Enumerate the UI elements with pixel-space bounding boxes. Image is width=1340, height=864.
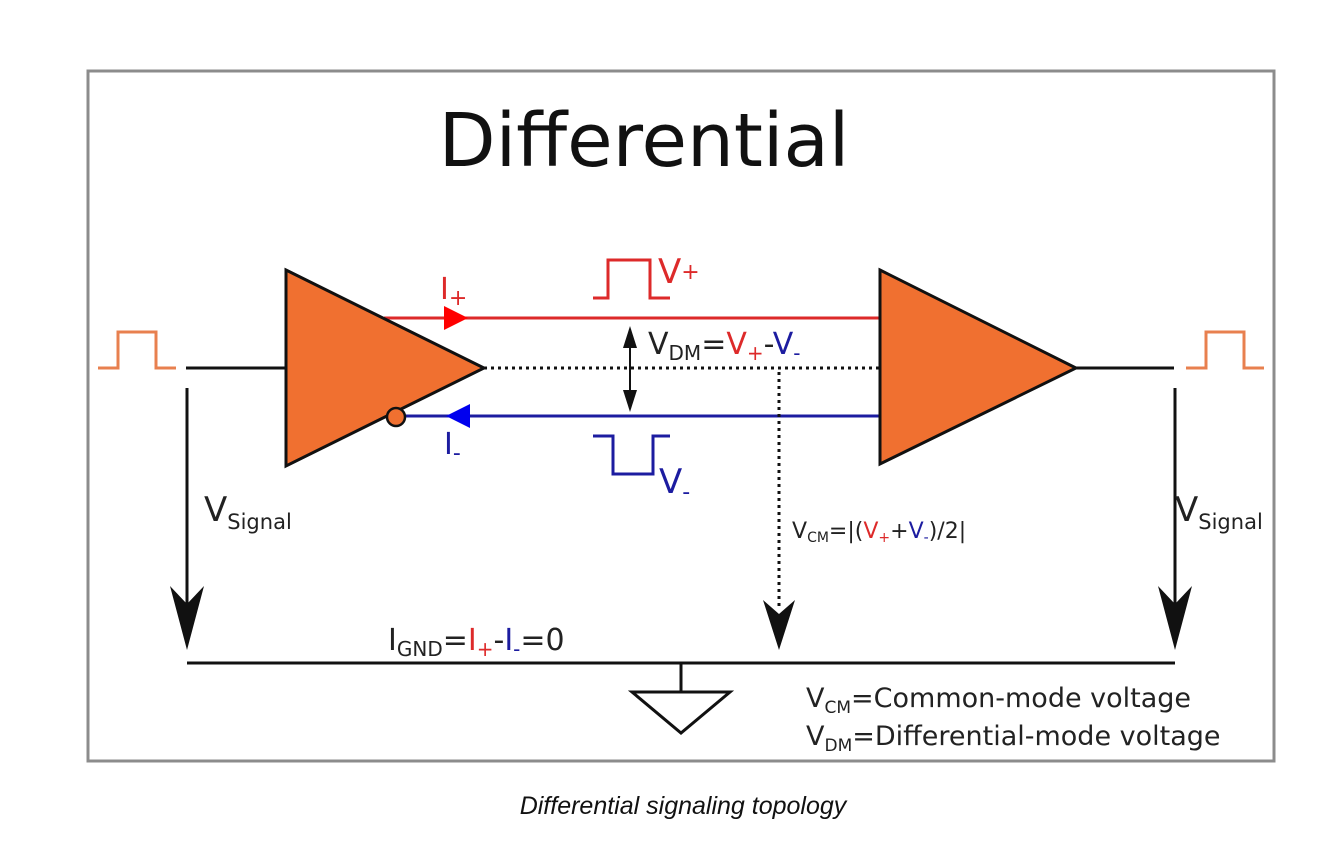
receiver-amplifier-icon bbox=[878, 267, 1080, 467]
v-plus-waveform bbox=[593, 258, 670, 300]
current-arrow-negative-icon bbox=[446, 404, 470, 428]
vsignal-right-arrow-icon bbox=[1158, 586, 1192, 650]
vdm-arrow-up-icon bbox=[623, 326, 637, 348]
inverting-bubble-icon bbox=[385, 406, 407, 428]
figure-caption: Differential signaling topology bbox=[519, 792, 847, 820]
vdm-arrow-down-icon bbox=[623, 390, 637, 412]
vdm-equation: VDM=V+-V- bbox=[648, 327, 800, 365]
ignd-equation: IGND=I+-I-=0 bbox=[388, 623, 565, 661]
input-pulse-waveform bbox=[98, 330, 176, 370]
v-minus-label: V- bbox=[659, 462, 690, 505]
vsignal-right-label: VSignal bbox=[1175, 490, 1263, 534]
legend-vcm: VCM=Common-mode voltage bbox=[806, 683, 1191, 718]
v-plus-label: V+ bbox=[658, 252, 700, 292]
vcm-arrow-down-icon bbox=[763, 600, 795, 650]
diagram-title: Differential bbox=[439, 98, 850, 184]
vsignal-left-label: VSignal bbox=[204, 490, 292, 534]
i-plus-label: I+ bbox=[440, 272, 467, 311]
vsignal-left-arrow-icon bbox=[170, 586, 204, 650]
v-minus-waveform bbox=[593, 434, 670, 476]
output-pulse-waveform bbox=[1186, 330, 1264, 370]
legend-vdm: VDM=Differential-mode voltage bbox=[806, 721, 1221, 756]
driver-amplifier-icon bbox=[284, 267, 488, 469]
ground-symbol-icon bbox=[627, 690, 735, 735]
vcm-equation: VCM=|(V++V-)/2| bbox=[792, 519, 966, 546]
i-minus-label: I- bbox=[444, 427, 461, 466]
current-arrow-positive-icon bbox=[444, 306, 468, 330]
